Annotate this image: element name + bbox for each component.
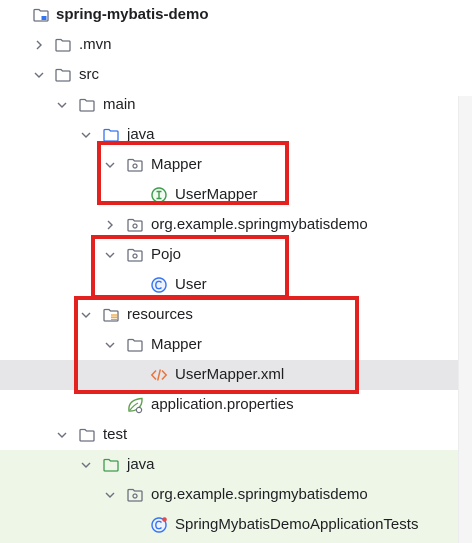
tree-row-main[interactable]: main <box>0 90 472 120</box>
tree-item-label: org.example.springmybatisdemo <box>151 486 368 503</box>
folder-icon <box>78 426 96 444</box>
tree-item-label: src <box>79 66 99 83</box>
chevron-down-icon[interactable] <box>103 150 117 180</box>
package-icon <box>126 216 144 234</box>
tree-row-root[interactable]: spring-mybatis-demo <box>0 0 472 30</box>
tree-row-java-test[interactable]: java <box>0 450 472 480</box>
tree-row-mapper-package[interactable]: Mapper <box>0 150 472 180</box>
folder-icon <box>78 96 96 114</box>
folder-icon <box>54 66 72 84</box>
tree-item-label: UserMapper.xml <box>175 366 285 383</box>
tree-row-usermapper-xml[interactable]: UserMapper.xml <box>0 360 472 390</box>
chevron-down-icon[interactable] <box>103 330 117 360</box>
chevron-down-icon[interactable] <box>79 450 93 480</box>
tree-row-user-class[interactable]: User <box>0 270 472 300</box>
chevron-down-icon[interactable] <box>32 60 46 90</box>
chevron-down-icon[interactable] <box>55 420 69 450</box>
package-icon <box>126 246 144 264</box>
interface-icon <box>150 186 168 204</box>
tree-item-label: User <box>175 276 207 293</box>
chevron-down-icon[interactable] <box>55 90 69 120</box>
tree-row-usermapper-interface[interactable]: UserMapper <box>0 180 472 210</box>
folder-icon <box>54 36 72 54</box>
tree-row-mapper-folder[interactable]: Mapper <box>0 330 472 360</box>
class-icon <box>150 276 168 294</box>
tree-row-application-properties[interactable]: application.properties <box>0 390 472 420</box>
tree-row-package-main[interactable]: org.example.springmybatisdemo <box>0 210 472 240</box>
tree-row-package-test[interactable]: org.example.springmybatisdemo <box>0 480 472 510</box>
chevron-right-icon[interactable] <box>32 30 46 60</box>
tree-row-test-class[interactable]: SpringMybatisDemoApplicationTests <box>0 510 472 543</box>
xml-file-icon <box>150 366 168 384</box>
tree-row-java-main[interactable]: java <box>0 120 472 150</box>
tree-item-label: application.properties <box>151 396 294 413</box>
tree-item-label: .mvn <box>79 36 112 53</box>
test-class-icon <box>150 516 168 534</box>
tree-item-label: java <box>127 456 155 473</box>
tree-row-mvn[interactable]: .mvn <box>0 30 472 60</box>
tree-row-resources[interactable]: resources <box>0 300 472 330</box>
tree-item-label: Mapper <box>151 156 202 173</box>
package-icon <box>126 156 144 174</box>
tree-item-label: UserMapper <box>175 186 258 203</box>
chevron-down-icon[interactable] <box>79 300 93 330</box>
tree-item-label: main <box>103 96 136 113</box>
tree-item-label: spring-mybatis-demo <box>56 6 209 23</box>
chevron-down-icon[interactable] <box>103 480 117 510</box>
test-source-folder-icon <box>102 456 120 474</box>
source-folder-icon <box>102 126 120 144</box>
tree-item-label: SpringMybatisDemoApplicationTests <box>175 516 419 533</box>
tree-item-label: Pojo <box>151 246 182 263</box>
tree-row-test[interactable]: test <box>0 420 472 450</box>
folder-icon <box>126 336 144 354</box>
resources-folder-icon <box>102 306 120 324</box>
vertical-scrollbar[interactable] <box>458 96 472 543</box>
chevron-down-icon[interactable] <box>103 240 117 270</box>
package-icon <box>126 486 144 504</box>
tree-item-label: java <box>127 126 155 143</box>
chevron-down-icon[interactable] <box>79 120 93 150</box>
tree-item-label: org.example.springmybatisdemo <box>151 216 368 233</box>
tree-row-pojo-package[interactable]: Pojo <box>0 240 472 270</box>
tree-item-label: resources <box>127 306 193 323</box>
module-folder-icon <box>32 6 50 24</box>
tree-item-label: Mapper <box>151 336 202 353</box>
tree-row-src[interactable]: src <box>0 60 472 90</box>
chevron-right-icon[interactable] <box>103 210 117 240</box>
spring-properties-icon <box>126 396 144 414</box>
tree-item-label: test <box>103 426 128 443</box>
